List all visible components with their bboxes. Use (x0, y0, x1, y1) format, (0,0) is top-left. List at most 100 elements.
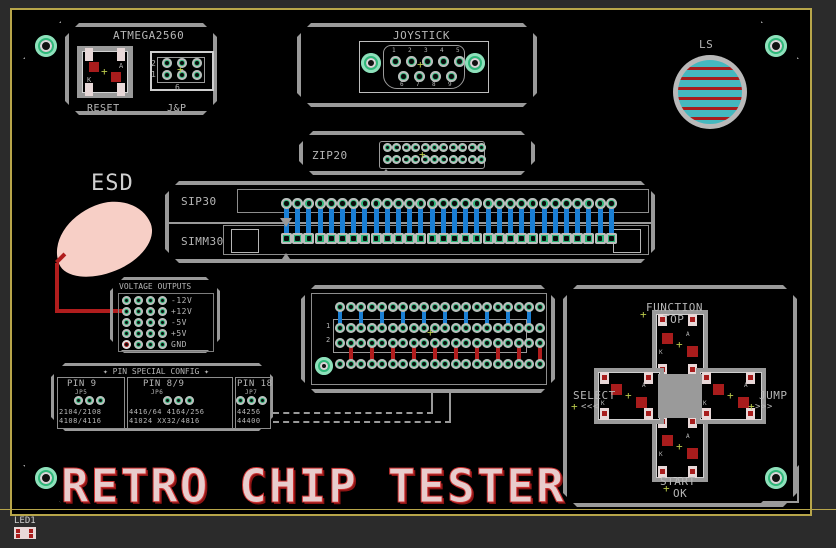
atmega-outline (65, 23, 217, 115)
sip-simm-trace-25 (552, 205, 558, 241)
dip-pad-row1-2 (345, 323, 356, 333)
sip30-pad-7 (348, 198, 360, 209)
voltage-pad-3-2 (146, 329, 155, 338)
dip-pad-row1-15 (482, 323, 492, 333)
reset-mark-k: K (87, 76, 92, 84)
dpad-up-label-2: TOP (663, 313, 685, 326)
led1-footprint (14, 527, 36, 539)
zip20-pad-bottom-3 (401, 155, 411, 164)
led1-label: LED1 (14, 516, 36, 526)
sip-simm-trace-6 (340, 205, 345, 241)
dip-pad-row2-5 (377, 338, 387, 348)
voltage-pad-2-2 (146, 318, 155, 327)
joystick-pinnum-5: 5 (456, 47, 461, 54)
pin-config-col-1 (127, 377, 233, 429)
voltage-row-label-1: +12V (171, 307, 193, 316)
jp-pad-3 (192, 58, 202, 68)
dip-trace-blue-9 (422, 308, 426, 326)
dip-trace-blue-19 (527, 308, 531, 326)
voltage-pad-4-0 (122, 340, 131, 349)
dpad-button-down-pad-2 (658, 466, 667, 478)
dpad-left-label-2: <<< (581, 402, 599, 412)
jp-pad-5 (177, 70, 187, 80)
simm30-orientation-marker (280, 218, 292, 227)
simm30-pad-11 (393, 233, 404, 244)
pin-config-pad-1-2 (185, 396, 194, 405)
sip30-pad-15 (437, 198, 449, 209)
dpad-center-hub[interactable] (658, 374, 702, 418)
dip-pad-row2-1 (335, 338, 345, 348)
dashed-route-upper (273, 412, 433, 414)
dip-trace-red-6 (390, 343, 395, 363)
sip-simm-trace-9 (373, 205, 379, 241)
dip-pad-bottom-11 (440, 359, 450, 369)
simm30-pad-10 (381, 233, 393, 244)
simm30-pad-16 (449, 233, 460, 244)
zip20-pad-top-6 (430, 143, 439, 152)
esd-blob (43, 188, 163, 290)
zip20-outline (299, 131, 535, 175)
dip-pad-row1-8 (408, 323, 419, 333)
reset-mark-a: A (119, 62, 124, 70)
dpad-button-left-pad-2 (600, 408, 609, 420)
dip-pad-row2-2 (345, 338, 356, 348)
dip-trace-blue-5 (380, 308, 384, 326)
pin-config-outline (51, 363, 273, 431)
simm30-pad-17 (460, 233, 472, 244)
dip-pad-top-9 (419, 302, 429, 312)
joystick-pinnum-8: 8 (432, 81, 437, 88)
dpad-button-up-die-2 (687, 346, 698, 357)
joystick-pad-1 (390, 56, 401, 67)
dip-pad-top-6 (387, 302, 398, 312)
dip-pad-bottom-9 (419, 359, 429, 369)
voltage-row-label-0: -12V (171, 296, 193, 305)
pin-config-pad-0-1 (85, 396, 94, 405)
dip-pad-top-14 (471, 302, 482, 312)
dashed-route-riser-2 (449, 391, 451, 422)
dip-corner-hole (315, 357, 333, 375)
dip-pad-top-13 (461, 302, 471, 312)
dip-pad-row2-15 (482, 338, 492, 348)
joystick-pad-2 (406, 56, 417, 67)
ls-label: LS (699, 38, 714, 51)
dip-pad-row2-16 (492, 338, 503, 348)
simm30-pad-3 (303, 233, 315, 244)
pin-config-line-1-1: 41024 XX32/4816 (129, 417, 200, 425)
pin-config-star-right: ✦ (199, 367, 209, 376)
zip20-pad-bottom-1 (383, 155, 392, 164)
joystick-pad-7 (414, 71, 425, 82)
sip-simm-trace-16 (452, 205, 457, 241)
dip-pad-row2-14 (471, 338, 482, 348)
dip-pad-row1-13 (461, 323, 471, 333)
simm30-pad-1 (281, 233, 292, 244)
sip-simm-trace-18 (474, 205, 480, 241)
dip-pad-row2-6 (387, 338, 398, 348)
joystick-pad-3 (422, 56, 433, 67)
sip-simm-trace-15 (440, 205, 446, 241)
dpad-button-down-pad-3 (688, 466, 697, 478)
sip30-pad-30 (605, 198, 617, 209)
dpad-button-up-pad-1 (688, 314, 697, 326)
pin-config-line-0-1: 4108/4116 (59, 417, 102, 425)
dip-pad-top-15 (482, 302, 492, 312)
dip-pad-bottom-6 (387, 359, 398, 369)
zip20-pad-top-10 (467, 143, 477, 152)
sip30-pad-11 (393, 198, 404, 209)
dpad-button-down-die-2 (687, 448, 698, 459)
dpad-button-right-origin-cross: + (727, 389, 734, 402)
sip-simm-trace-10 (384, 205, 390, 241)
simm30-pad-18 (471, 233, 483, 244)
dip-pad-row1-10 (429, 323, 440, 333)
pin-config-line-0-0: 2104/2108 (59, 408, 102, 416)
voltage-pad-1-1 (134, 307, 143, 316)
simm30-pad-19 (482, 233, 494, 244)
dpad-button-left-pad-1 (644, 372, 653, 384)
voltage-pad-0-0 (122, 296, 131, 305)
dpad-button-left-pad-3 (644, 408, 653, 420)
pin-config-pad-1-1 (174, 396, 183, 405)
zip20-pad-bottom-9 (458, 155, 468, 164)
sip30-pad-16 (449, 198, 460, 209)
